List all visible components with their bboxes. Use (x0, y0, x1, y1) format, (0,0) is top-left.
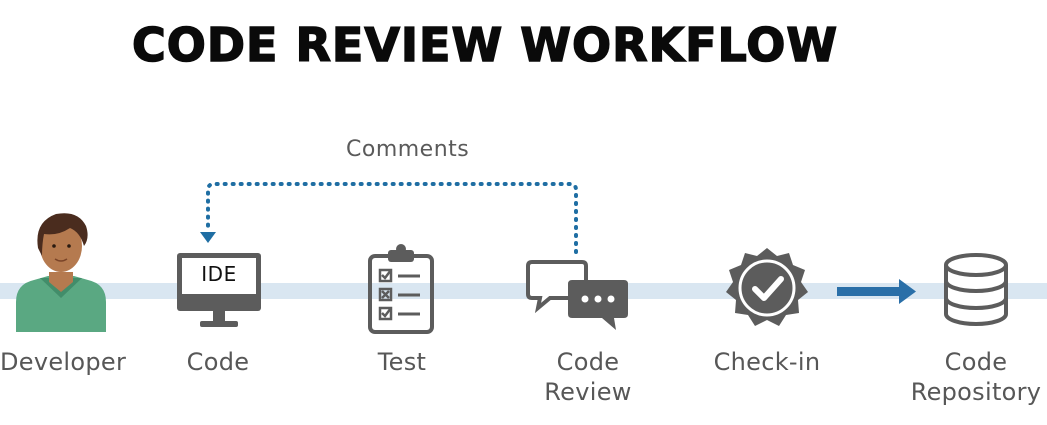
check-badge-icon (726, 248, 808, 326)
ide-monitor-icon (177, 253, 261, 327)
step-label-developer: Developer (0, 348, 127, 376)
comments-feedback-arrow (206, 182, 578, 254)
ide-screen-text: IDE (201, 262, 237, 286)
developer-avatar (16, 213, 106, 332)
step-label-code: Code (186, 348, 250, 376)
checkin-to-repository-arrow (837, 279, 916, 304)
database-icon (944, 253, 1008, 326)
page-title: CODE REVIEW WORKFLOW (131, 18, 839, 72)
comments-loop-label: Comments (346, 137, 470, 162)
step-label-check-in: Check-in (713, 348, 821, 376)
step-label-code-review: Code Review (544, 348, 632, 406)
step-label-code-repository: Code Repository (910, 348, 1042, 406)
comments-arrowhead (200, 232, 216, 243)
step-label-test: Test (377, 348, 427, 376)
clipboard-checklist-icon (368, 244, 434, 334)
chat-bubbles-icon (526, 260, 628, 330)
